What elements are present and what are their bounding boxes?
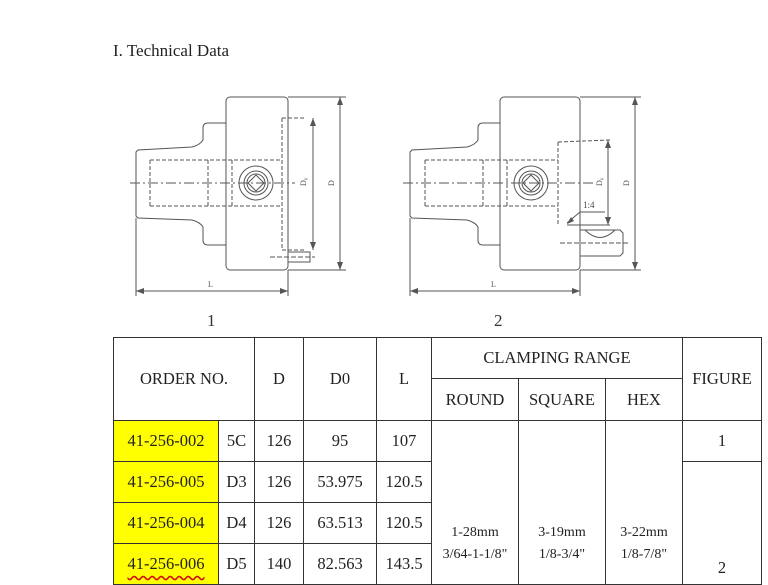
d0-value: 95 xyxy=(303,420,377,462)
figure-2-drawing: 1:4 D₀ D L xyxy=(403,96,641,296)
chuck-type: D5 xyxy=(218,543,255,585)
chuck-type: D3 xyxy=(218,461,255,503)
header-figure: FIGURE xyxy=(682,337,762,421)
figure-ref: 1 xyxy=(682,420,762,462)
d-value: 126 xyxy=(254,502,304,544)
technical-data-table: ORDER NO. D D0 L CLAMPING RANGE FIGURE R… xyxy=(113,337,762,585)
d0-value: 82.563 xyxy=(303,543,377,585)
header-d: D xyxy=(254,337,304,421)
d-value: 126 xyxy=(254,461,304,503)
round-range: 1-28mm 3/64-1-1/8" xyxy=(431,420,519,585)
order-number[interactable]: 41-256-004 xyxy=(113,502,219,544)
square-range: 3-19mm 1/8-3/4" xyxy=(518,420,606,585)
svg-text:L: L xyxy=(208,280,213,289)
d0-value: 53.975 xyxy=(303,461,377,503)
header-l: L xyxy=(376,337,432,421)
figure-1-label: 1 xyxy=(207,311,216,330)
svg-text:L: L xyxy=(491,280,496,289)
order-number[interactable]: 41-256-006 xyxy=(113,543,219,585)
svg-text:D: D xyxy=(327,180,336,186)
svg-text:1:4: 1:4 xyxy=(583,200,595,210)
figure-ref: 2 xyxy=(682,461,762,585)
order-number[interactable]: 41-256-005 xyxy=(113,461,219,503)
table-row: 41-256-004 D4 126 63.513 120.5 xyxy=(113,502,762,544)
header-square: SQUARE xyxy=(518,378,606,421)
table-row: 41-256-002 5C 126 95 107 1-28mm 3/64-1-1… xyxy=(113,420,762,585)
order-number[interactable]: 41-256-002 xyxy=(113,420,219,462)
table-row: 41-256-006 D5 140 82.563 143.5 xyxy=(113,543,762,585)
header-hex: HEX xyxy=(605,378,683,421)
section-title: I. Technical Data xyxy=(113,41,230,60)
header-round: ROUND xyxy=(431,378,519,421)
figure-2-label: 2 xyxy=(494,311,503,330)
header-clamping-range: CLAMPING RANGE xyxy=(431,337,683,379)
svg-text:D: D xyxy=(622,180,631,186)
d-value: 126 xyxy=(254,420,304,462)
chuck-type: 5C xyxy=(218,420,255,462)
svg-text:D₀: D₀ xyxy=(299,177,308,186)
l-value: 143.5 xyxy=(376,543,432,585)
hex-range: 3-22mm 1/8-7/8" xyxy=(605,420,683,585)
figure-1-drawing: D₀ D L xyxy=(130,96,346,296)
chuck-type: D4 xyxy=(218,502,255,544)
d0-value: 63.513 xyxy=(303,502,377,544)
l-value: 120.5 xyxy=(376,502,432,544)
d-value: 140 xyxy=(254,543,304,585)
l-value: 107 xyxy=(376,420,432,462)
header-order-no: ORDER NO. xyxy=(113,337,255,421)
l-value: 120.5 xyxy=(376,461,432,503)
svg-text:D₀: D₀ xyxy=(595,177,604,186)
header-d0: D0 xyxy=(303,337,377,421)
